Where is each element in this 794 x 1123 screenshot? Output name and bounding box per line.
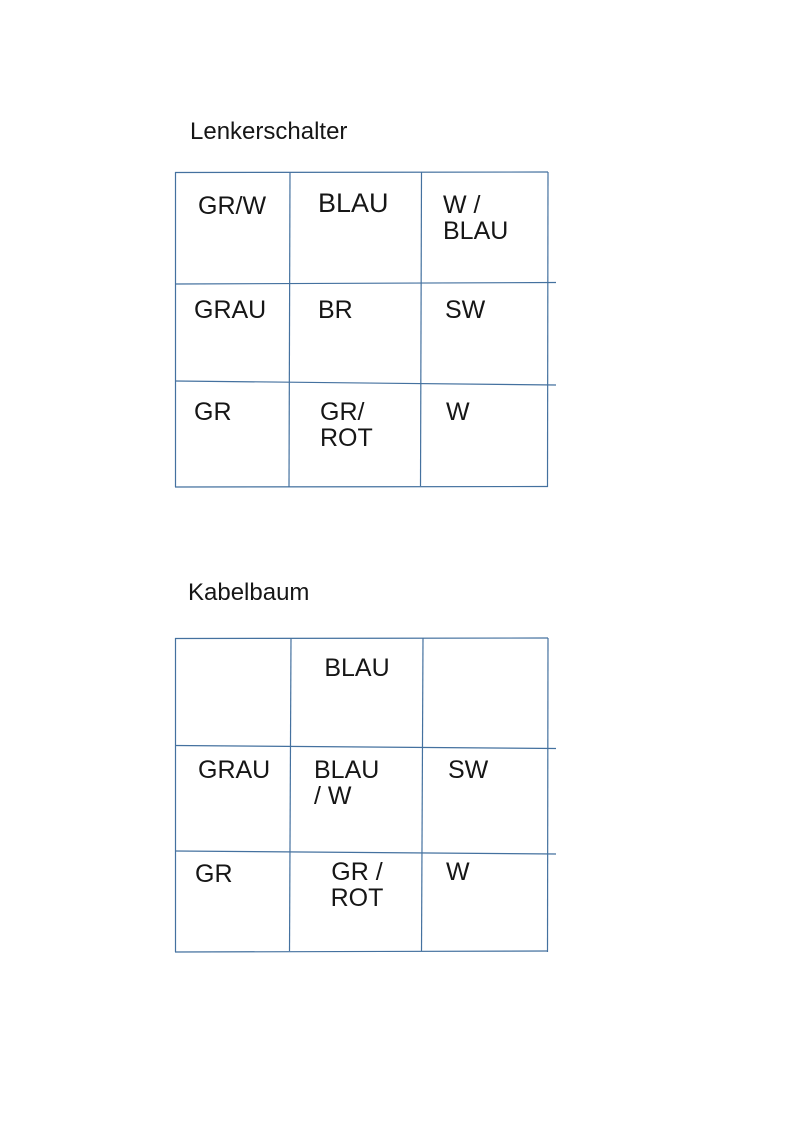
- table-cell: BR: [318, 296, 353, 324]
- grid-line: [546, 637, 549, 953]
- grid-line: [174, 380, 557, 386]
- table-cell: GR: [195, 860, 233, 888]
- table-cell: GRAU: [194, 296, 267, 324]
- table-cell: BLAU: [318, 188, 389, 218]
- table-cell: SW: [448, 756, 489, 784]
- table-cell: W / BLAU: [443, 191, 509, 245]
- table-cell: BLAU: [324, 654, 390, 682]
- grid-line: [174, 281, 557, 285]
- grid-line: [288, 171, 291, 488]
- grid-line: [174, 850, 557, 855]
- grid-line: [546, 171, 549, 488]
- table-cell: W: [446, 398, 470, 426]
- table-cell: GR: [194, 398, 232, 426]
- grid-line: [174, 744, 557, 750]
- grid-line: [174, 171, 549, 174]
- table-cell: GR/ ROT: [320, 398, 373, 452]
- grid-line: [174, 485, 549, 488]
- table-title-kabelbaum: Kabelbaum: [188, 579, 310, 606]
- table-cell: BLAU / W: [314, 756, 380, 810]
- table-cell: GR/W: [198, 192, 267, 220]
- table-cell: GRAU: [198, 756, 271, 784]
- table-cell: GR / ROT: [330, 858, 384, 912]
- table-title-lenkerschalter: Lenkerschalter: [190, 118, 348, 145]
- table-cell: SW: [445, 296, 486, 324]
- grid-line: [174, 950, 549, 953]
- grid-line: [419, 171, 423, 487]
- grid-line: [174, 637, 549, 640]
- table-cell: W: [446, 858, 470, 886]
